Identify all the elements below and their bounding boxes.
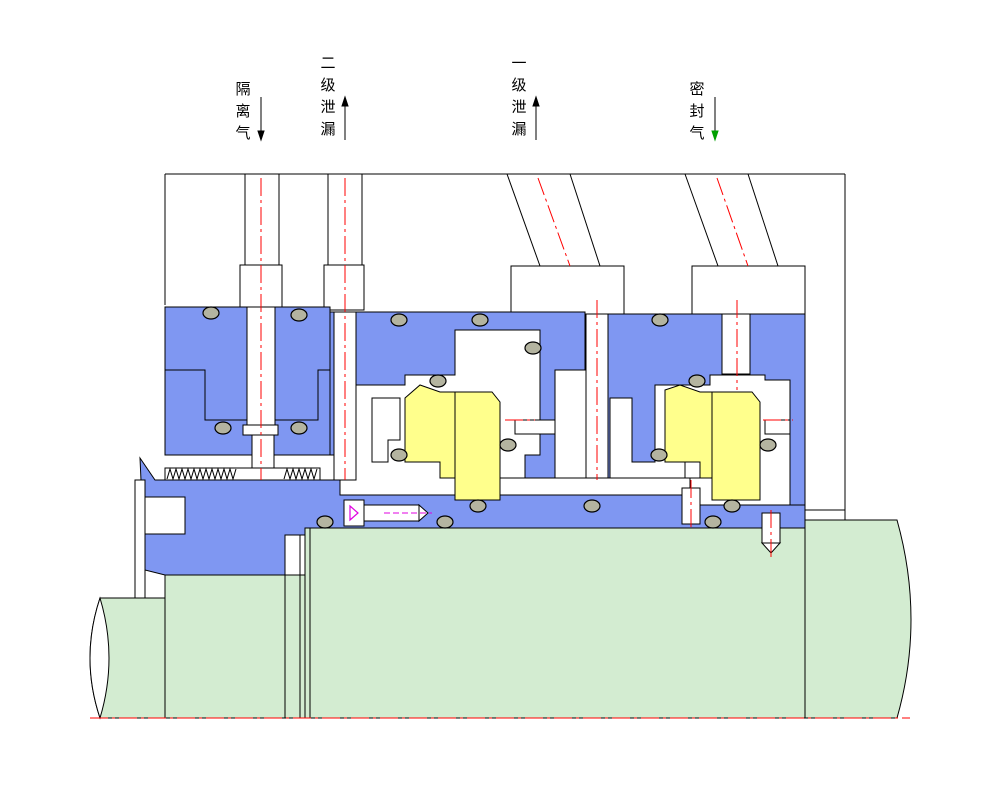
rotor-pocket-2: [764, 419, 791, 435]
o-ring: [688, 374, 706, 388]
secondary-rotating-ring: [454, 391, 501, 501]
o-ring: [290, 308, 308, 322]
seal-rings: [404, 384, 761, 525]
o-ring: [290, 421, 308, 435]
o-ring: [471, 313, 489, 327]
cap-screw-head: [343, 499, 365, 527]
flow-arrows: [257, 95, 719, 142]
primary-rotating-ring: [711, 391, 761, 501]
shaft-right-body: [804, 519, 912, 719]
o-rings: [202, 306, 777, 529]
sealgas-bore: [721, 313, 751, 375]
o-ring: [499, 438, 517, 452]
seal-gas-label: 密 封 气: [689, 80, 705, 142]
sealgas-port-fitting: [691, 265, 806, 315]
o-ring: [436, 515, 454, 529]
o-ring: [759, 438, 777, 452]
port-channels: [239, 173, 806, 315]
cap-screw: [343, 499, 432, 527]
rotor-sleeve: [139, 456, 806, 576]
spring-left: [166, 467, 237, 481]
primary-leakage-arrow-icon: [532, 95, 540, 107]
primary-ring-seat: [684, 461, 701, 479]
o-ring: [316, 515, 334, 529]
centerlines: [90, 177, 910, 719]
isolation-gas-label: 隔 离 气: [235, 80, 251, 142]
o-ring: [723, 499, 741, 513]
shaft-sleeve-step: [164, 569, 286, 719]
cap-screw-shank: [363, 504, 420, 522]
o-ring: [214, 421, 232, 435]
sleeve-end-plate: [134, 479, 146, 599]
rotor-pocket-1: [514, 419, 556, 435]
housing-outline: [164, 173, 846, 520]
o-ring: [469, 499, 487, 513]
housing-body: [134, 306, 806, 599]
o-ring: [651, 313, 669, 327]
primary-leakage-label: 一 级 泄 漏: [511, 54, 527, 138]
seal-gas-arrow-icon: [711, 130, 719, 142]
cap-screw-socket-icon: [349, 504, 359, 522]
secondary-leakage-label: 二 级 泄 漏: [320, 54, 336, 138]
shaft: [89, 519, 912, 720]
o-ring: [429, 374, 447, 388]
isolation-gas-arrow-icon: [257, 130, 265, 142]
spring-right: [283, 467, 318, 481]
secondary-pocket: [371, 397, 401, 463]
primary-port-fitting: [510, 265, 625, 315]
shaft-sleeve-step-2: [284, 574, 306, 719]
secondary-stationary-ring: [404, 384, 456, 479]
sleeve-end-cutout: [144, 496, 186, 535]
secondary-leakage-arrow-icon: [341, 95, 349, 107]
o-ring: [390, 313, 408, 327]
shaft-main-body: [304, 527, 806, 719]
springs: [166, 467, 318, 481]
secondary-port-fitting: [323, 264, 365, 311]
o-ring: [390, 448, 408, 462]
o-ring: [202, 306, 220, 320]
o-ring: [650, 448, 668, 462]
o-ring: [583, 499, 601, 513]
o-ring: [524, 341, 542, 355]
o-ring: [704, 515, 722, 529]
